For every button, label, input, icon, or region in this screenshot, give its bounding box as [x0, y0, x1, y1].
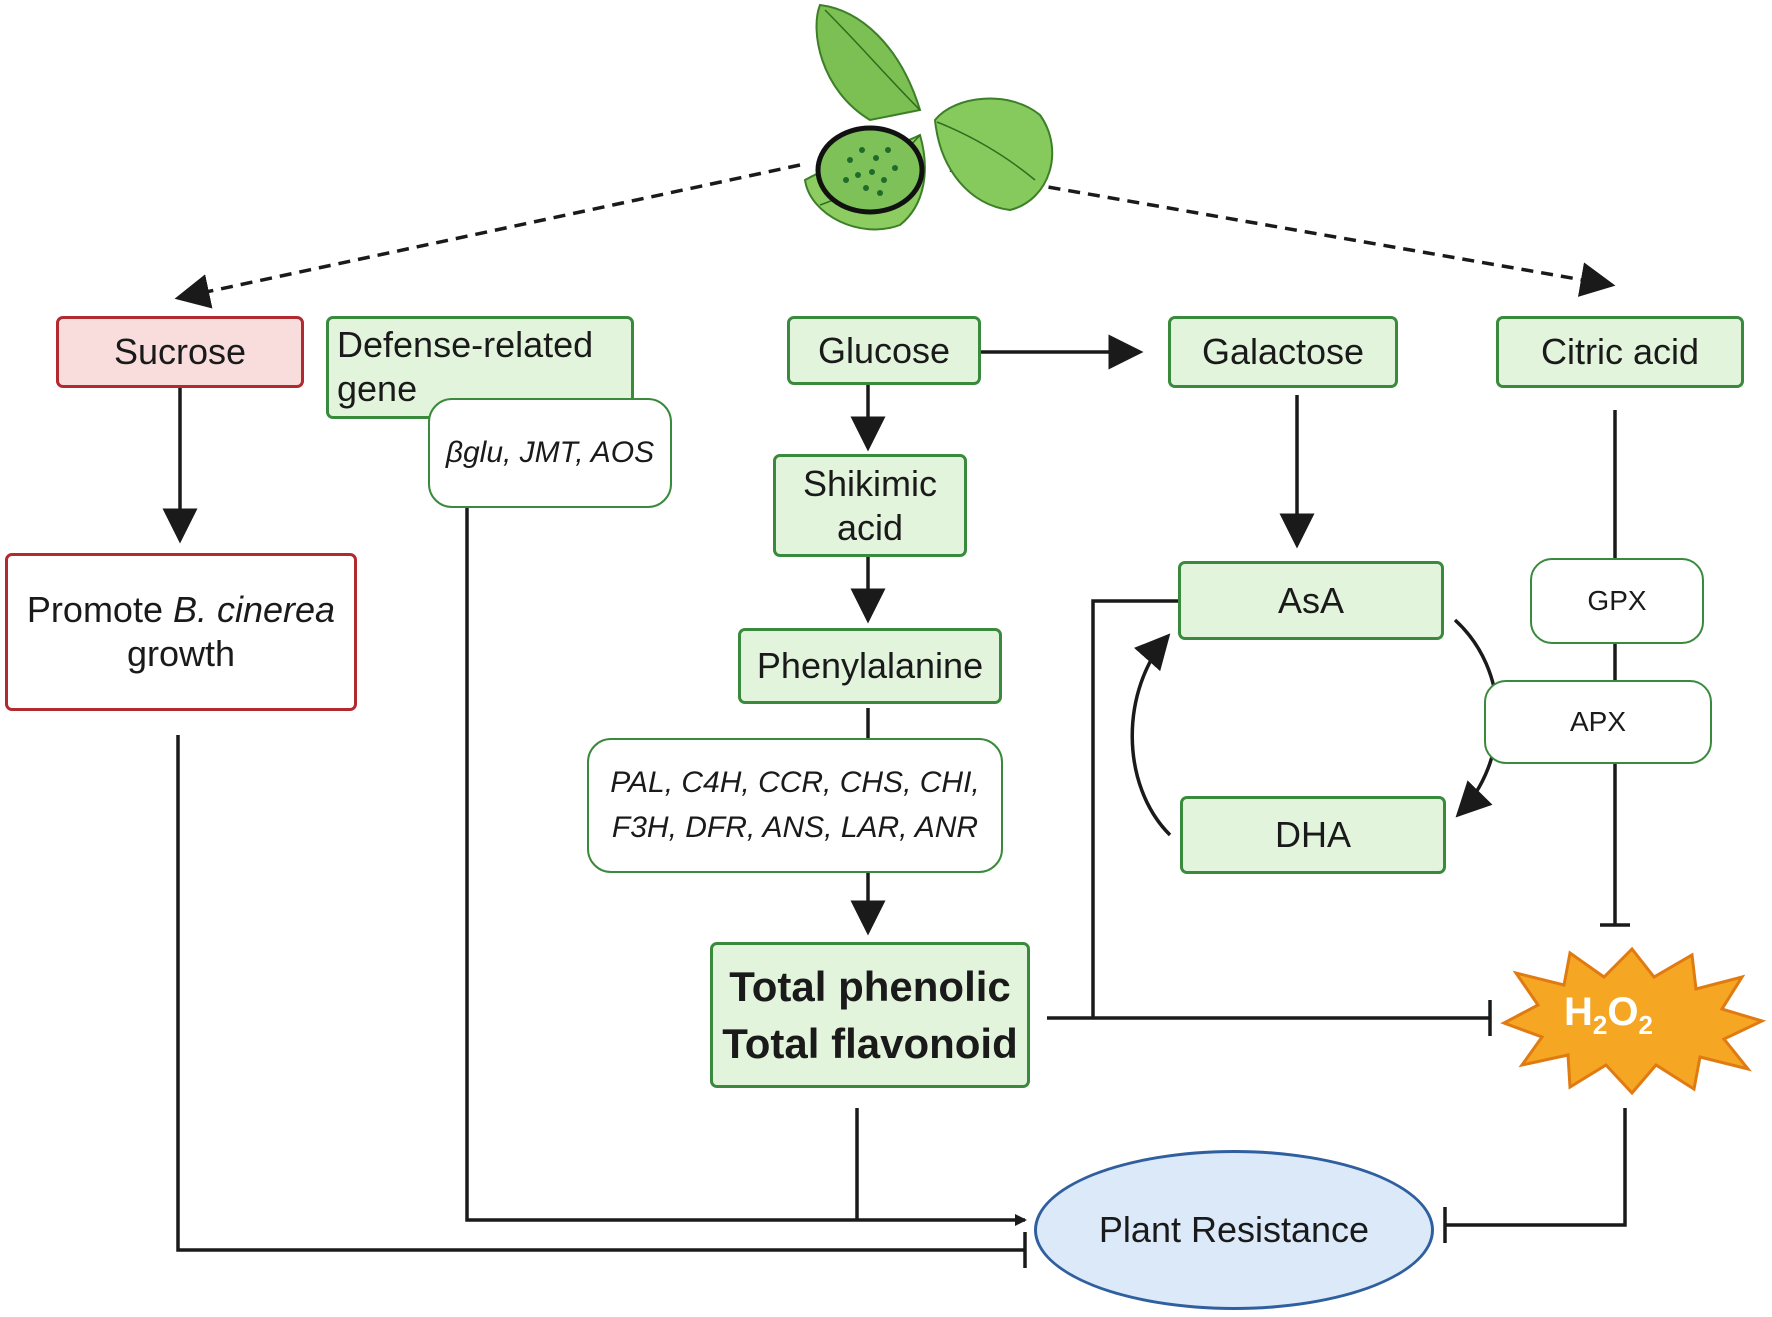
enzyme-genes-box: PAL, C4H, CCR, CHS, CHI, F3H, DFR, ANS, …	[587, 738, 1003, 873]
total-phenolic-flavonoid-box: Total phenolic Total flavonoid	[710, 942, 1030, 1088]
inhibit-line-h2o2-resistance	[1445, 1108, 1627, 1227]
defense-genes-list-label: βglu, JMT, AOS	[445, 435, 655, 469]
sucrose-box: Sucrose	[56, 316, 304, 388]
gpx-box: GPX	[1530, 558, 1704, 644]
dashed-arrow-left	[174, 163, 801, 309]
asa-label: AsA	[1277, 579, 1345, 621]
dashed-arrow-right	[949, 168, 1616, 297]
total-phenolic-label: Total phenolic	[729, 962, 1011, 1010]
citric-acid-label: Citric acid	[1540, 331, 1700, 373]
citric-acid-box: Citric acid	[1496, 316, 1744, 388]
total-flavonoid-label: Total flavonoid	[722, 1020, 1018, 1067]
galactose-box: Galactose	[1168, 316, 1398, 388]
promote-growth-line2: growth	[126, 633, 236, 674]
inhibit-line-promote-resistance	[176, 735, 1025, 1252]
plant-resistance-ellipse: Plant Resistance	[1034, 1150, 1434, 1310]
phenylalanine-label: Phenylalanine	[756, 645, 984, 687]
galactose-label: Galactose	[1201, 331, 1365, 373]
shikimic-acid-label: Shikimic acid	[802, 462, 937, 548]
shikimic-acid-box: Shikimic acid	[773, 454, 967, 557]
arrow-dha-asa	[1130, 633, 1172, 837]
pathogen-name: B. cinerea	[172, 589, 336, 631]
h2o2-burst-icon	[1500, 946, 1767, 1095]
h2o2-sub2: 2	[1638, 1010, 1653, 1040]
dha-label: DHA	[1274, 814, 1351, 856]
line-asa-to-inhibitor	[1091, 599, 1180, 1018]
promote-growth-box: Promote B. cinerea growth	[5, 553, 357, 711]
promote-growth-line1: Promote B. cinerea	[27, 588, 335, 632]
apx-box: APX	[1484, 680, 1712, 764]
sucrose-label: Sucrose	[113, 331, 247, 373]
dha-box: DHA	[1180, 796, 1446, 874]
enzyme-genes-line1: PAL, C4H, CCR, CHS, CHI,	[610, 765, 980, 799]
arrow-genes-resistance	[465, 508, 1027, 1226]
h2o2-sub1: 2	[1592, 1010, 1608, 1040]
promote-prefix: Promote	[26, 589, 173, 631]
strawberry-leaf-icon	[803, 3, 1054, 231]
plant-resistance-label: Plant Resistance	[1098, 1209, 1370, 1250]
defense-genes-list-box: βglu, JMT, AOS	[428, 398, 672, 508]
gpx-label: GPX	[1587, 584, 1647, 616]
enzyme-genes-line2: F3H, DFR, ANS, LAR, ANR	[611, 810, 979, 844]
asa-box: AsA	[1178, 561, 1444, 640]
h2o2-label: H2O2	[1564, 990, 1653, 1041]
h2o2-h: H	[1564, 990, 1593, 1034]
h2o2-o: O	[1607, 990, 1639, 1034]
glucose-label: Glucose	[817, 329, 951, 371]
apx-label: APX	[1569, 705, 1627, 737]
glucose-box: Glucose	[787, 316, 981, 385]
defense-gene-label: Defense-related gene	[337, 324, 594, 409]
phenylalanine-box: Phenylalanine	[738, 628, 1002, 704]
